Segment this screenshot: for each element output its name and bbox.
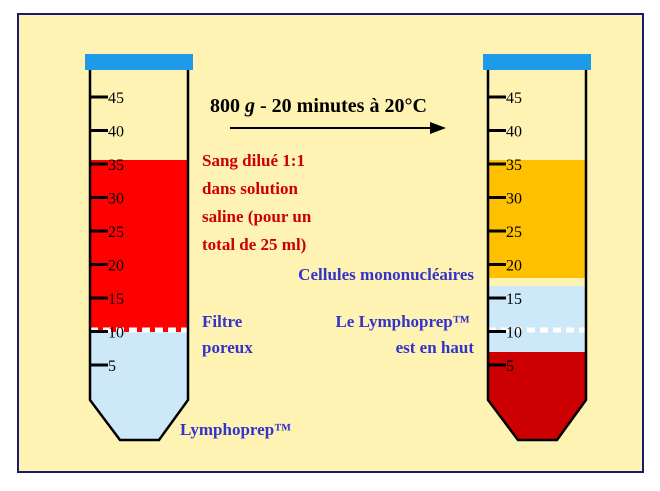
lymphoprep-top-label: Le Lymphoprep™ est en haut: [335, 312, 474, 357]
duration-temperature: - 20 minutes à 20°C: [260, 95, 427, 117]
g-force-symbol: g: [244, 95, 255, 117]
centrifugation-label: 800 g - 20 minutes à 20°C: [210, 95, 427, 117]
tube-after-scale-tick-label-25: 25: [506, 224, 522, 241]
lymphoprep-layer-after: [488, 286, 586, 352]
lymphoprep-label: Lymphoprep™: [180, 420, 291, 439]
tube-before-scale-tick-label-5: 5: [108, 358, 116, 375]
blood-label: Sang dilué 1:1 dans solution saline (pou…: [202, 151, 316, 254]
tube-before-scale-tick-label-10: 10: [108, 325, 124, 342]
filter-label-line-2: poreux: [202, 338, 253, 357]
tube-after-outline: [486, 64, 588, 442]
tube-after-scale-tick-label-30: 30: [506, 191, 522, 208]
tube-before-scale-tick-label-45: 45: [108, 90, 124, 107]
blood-label-line-3: saline (pour un: [202, 207, 312, 226]
tube-before-scale-tick-label-35: 35: [108, 157, 124, 174]
tube-before-scale-tick-label-25: 25: [108, 224, 124, 241]
tube-after-scale-tick-label-35: 35: [506, 157, 522, 174]
tube-before-scale-tick-label-40: 40: [108, 124, 124, 141]
tube-after-scale-tick-label-20: 20: [506, 258, 522, 275]
arrow-head-icon: [430, 122, 446, 134]
tube-after-scale-tick-label-15: 15: [506, 291, 522, 308]
rbc-pellet-layer: [488, 352, 586, 440]
tube-before: 45 40 35 30 25 20 15 10 5: [85, 54, 193, 442]
filter-label: Filtre poreux: [202, 312, 253, 357]
filter-label-line-1: Filtre: [202, 312, 243, 331]
tube-after-cap: [483, 54, 591, 70]
lymphoprep-layer: [90, 332, 188, 402]
tube-before-outline: [88, 64, 190, 442]
lymphoprep-top-line-2: est en haut: [396, 338, 475, 357]
tube-before-scale-tick-label-30: 30: [108, 191, 124, 208]
tube-after-scale-tick-label-5: 5: [506, 358, 514, 375]
speed-value: 800: [210, 95, 240, 117]
blood-label-line-2: dans solution: [202, 179, 298, 198]
blood-layer: [90, 160, 188, 332]
blood-label-line-1: Sang dilué 1:1: [202, 151, 305, 170]
mononuclear-cells-label: Cellules mononucléaires: [298, 265, 474, 284]
tube-after-scale: 45 40 35 30 25 20 15 10 5: [488, 90, 522, 375]
lymphoprep-top-line-1: Le Lymphoprep™: [335, 312, 469, 331]
tube-after: 45 40 35 30 25 20 15 10 5: [483, 54, 591, 442]
tube-after-scale-tick-label-40: 40: [506, 124, 522, 141]
tube-before-scale: 45 40 35 30 25 20 15 10 5: [90, 90, 124, 375]
plasma-layer: [488, 160, 586, 278]
tube-before-cap: [85, 54, 193, 70]
tube-before-scale-tick-label-15: 15: [108, 291, 124, 308]
tube-after-scale-tick-label-45: 45: [506, 90, 522, 107]
tube-after-scale-tick-label-10: 10: [506, 325, 522, 342]
tube-before-scale-tick-label-20: 20: [108, 258, 124, 275]
lymphoprep-cone: [90, 400, 188, 440]
blood-label-line-4: total de 25 ml): [202, 235, 306, 254]
